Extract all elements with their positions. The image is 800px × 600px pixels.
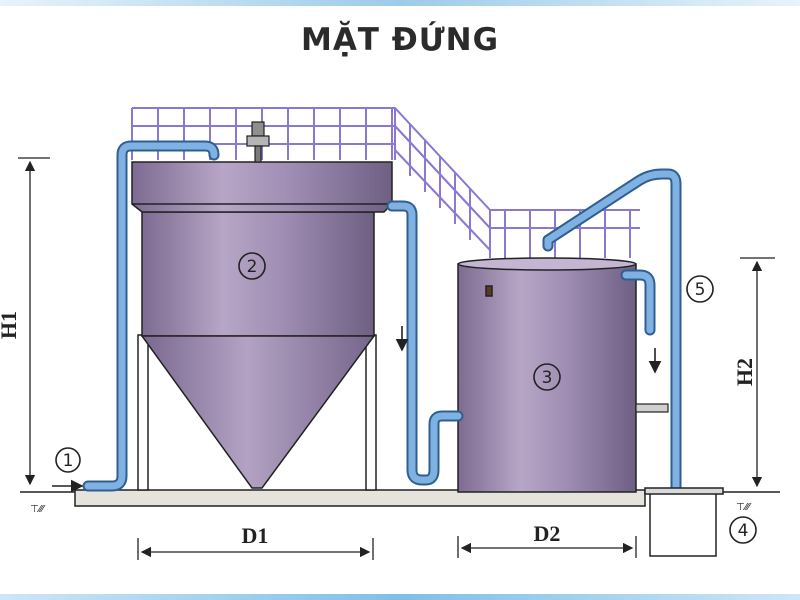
storage-tank [457, 257, 637, 493]
svg-text:⊤⁄⁄⁄: ⊤⁄⁄⁄ [30, 504, 46, 515]
dimension-d2-label: D2 [534, 521, 561, 546]
dimension-h1-label: H1 [0, 311, 21, 339]
page-title: MẶT ĐỨNG [300, 22, 500, 58]
dimension-lines [18, 157, 775, 560]
mixer-icon [246, 121, 270, 163]
callout-2-label: 2 [247, 257, 258, 277]
base-slab [74, 489, 646, 507]
callout-4-label: 4 [738, 521, 749, 541]
callout-circles [55, 252, 757, 544]
callout-3-label: 3 [542, 368, 553, 388]
settling-tank [131, 161, 393, 489]
callout-1-label: 1 [63, 451, 74, 471]
outlet-pit [644, 487, 724, 557]
flow-arrows [52, 326, 662, 493]
bottom-accent-line [0, 594, 800, 600]
dimension-d1-label: D1 [242, 523, 269, 548]
top-accent-line [0, 0, 800, 6]
callout-5-label: 5 [695, 280, 706, 300]
svg-text:⊤⁄⁄⁄: ⊤⁄⁄⁄ [736, 502, 752, 513]
pipe-network [82, 140, 682, 544]
dimension-h2-label: H2 [732, 358, 757, 386]
pipe-support [635, 403, 669, 413]
